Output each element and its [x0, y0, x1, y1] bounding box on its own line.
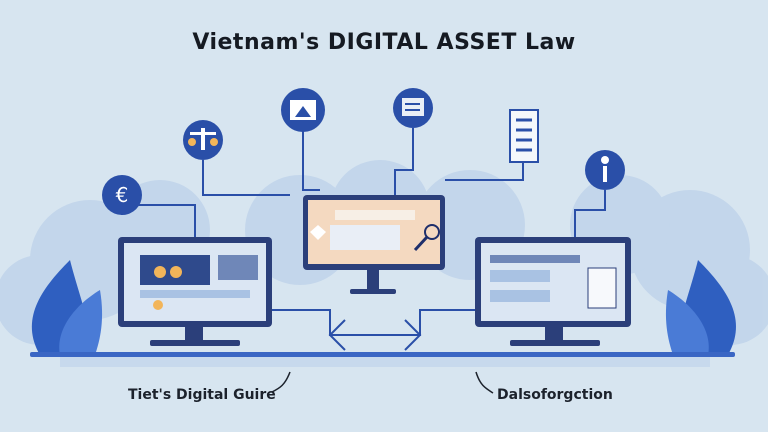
image-upload-icon	[281, 88, 325, 132]
right-monitor	[475, 237, 631, 346]
svg-text:€: €	[116, 183, 129, 207]
right-caption: Dalsoforgction	[497, 387, 613, 403]
center-monitor	[303, 195, 445, 294]
left-caption: Tiet's Digital Guire	[128, 387, 276, 403]
report-sheet-icon	[509, 109, 539, 163]
page-title: Vietnam's DIGITAL ASSET Law	[192, 30, 576, 55]
right-label-pointer	[475, 371, 494, 394]
left-label-pointer	[271, 371, 291, 393]
balance-scale-icon	[183, 120, 223, 160]
connector-lines	[121, 128, 606, 351]
desk-baseline	[30, 352, 735, 357]
euro-icon: €	[102, 175, 142, 215]
info-icon	[585, 150, 625, 190]
left-foliage	[31, 260, 103, 355]
document-icon	[393, 88, 433, 128]
right-foliage	[665, 260, 737, 355]
left-monitor	[118, 237, 272, 346]
